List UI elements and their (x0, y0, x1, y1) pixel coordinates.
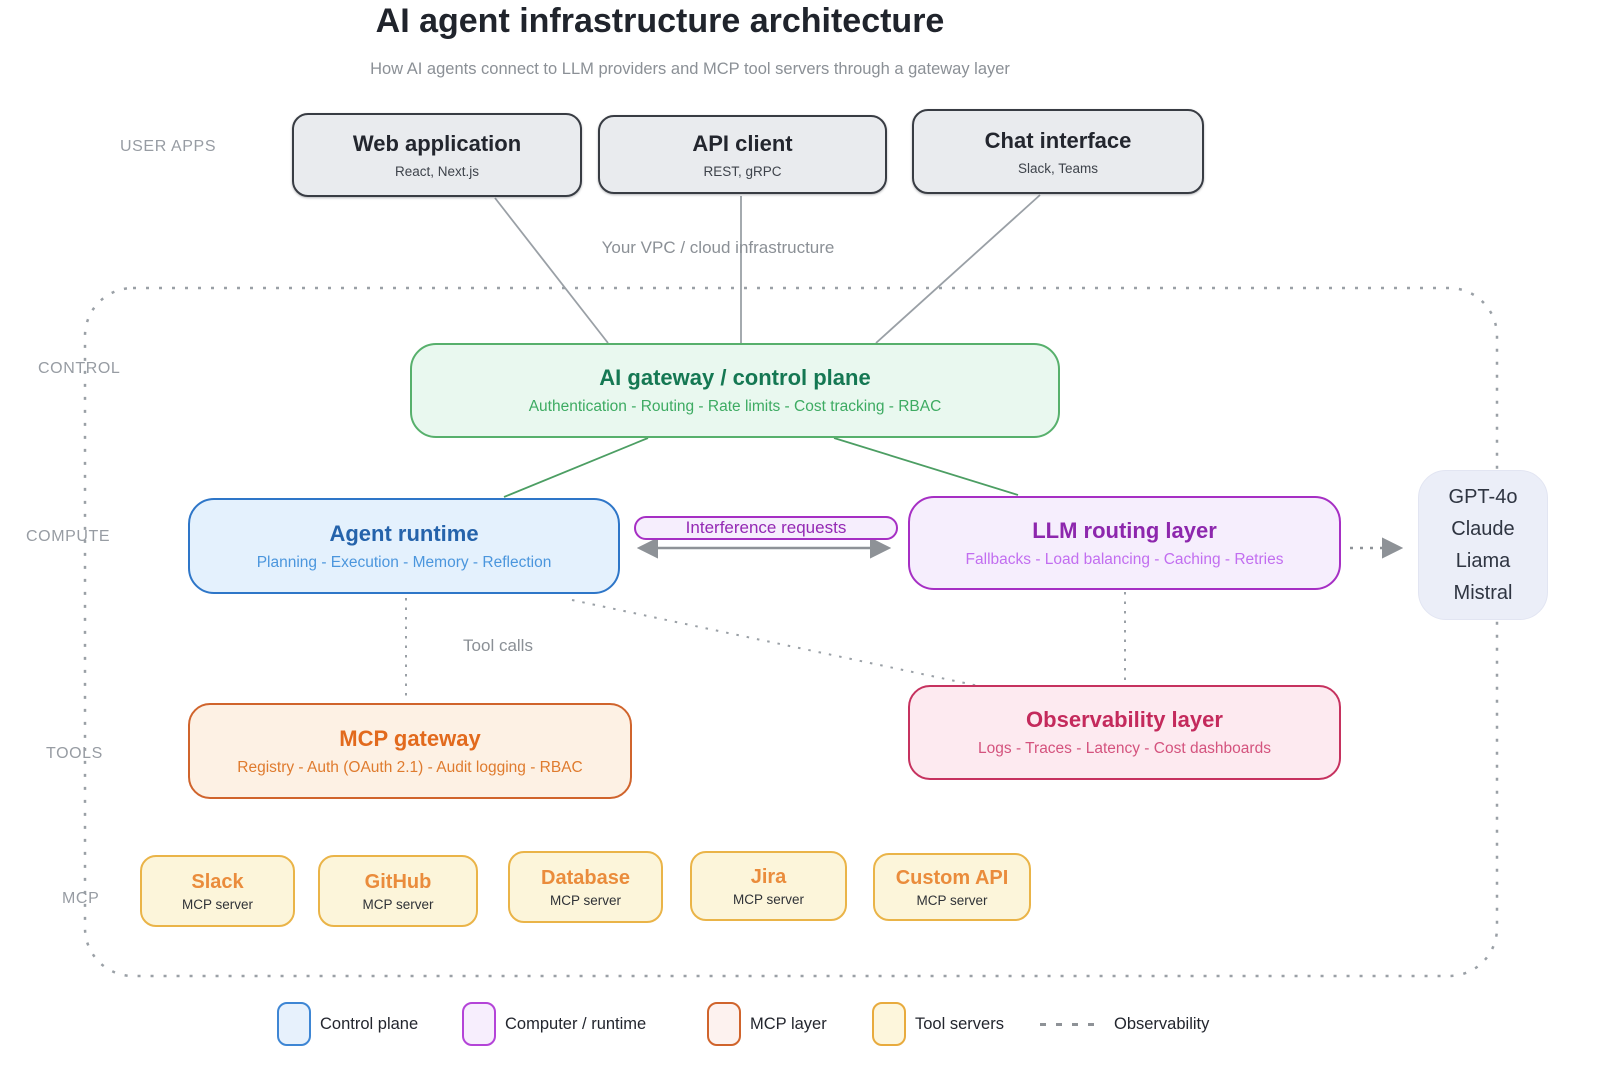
node-subtitle: Fallbacks - Load balancing - Caching - R… (965, 550, 1284, 568)
node-llm-routing-layer: LLM routing layer Fallbacks - Load balan… (908, 496, 1341, 590)
node-title: Database (541, 866, 630, 889)
edge-chat-gateway (875, 194, 1041, 344)
legend-item-mcp-layer: MCP layer (707, 1000, 827, 1048)
vpc-boundary (83, 286, 1499, 978)
page-title: AI agent infrastructure architecture (375, 2, 945, 40)
legend-swatch-tool-servers (872, 1002, 906, 1046)
node-title: API client (692, 130, 793, 156)
node-llm-providers: GPT-4o Claude Liama Mistral (1418, 470, 1548, 620)
lane-label-mcp: MCP (62, 890, 100, 907)
node-mcp-server-jira: Jira MCP server (690, 851, 847, 921)
page-subtitle: How AI agents connect to LLM providers a… (370, 60, 1010, 78)
node-subtitle: MCP server (732, 891, 804, 907)
node-mcp-gateway: MCP gateway Registry - Auth (OAuth 2.1) … (188, 703, 632, 799)
provider-name: Liama (1455, 550, 1511, 572)
provider-name: Mistral (1453, 582, 1513, 604)
provider-name: GPT-4o (1448, 486, 1518, 508)
legend-label: MCP layer (750, 1014, 827, 1033)
legend-dashed-line-sample (1040, 1022, 1098, 1026)
node-api-client: API client REST, gRPC (598, 115, 887, 194)
edge-gateway-runtime (503, 437, 649, 498)
legend-label: Computer / runtime (505, 1014, 647, 1033)
lane-label-user-apps: USER APPS (120, 138, 217, 155)
node-subtitle: Planning - Execution - Memory - Reflecti… (256, 553, 552, 571)
legend-item-tool-servers: Tool servers (872, 1000, 1004, 1048)
provider-name: Claude (1451, 518, 1515, 540)
lane-label-compute: COMPUTE (26, 528, 111, 545)
node-mcp-server-custom-api: Custom API MCP server (873, 853, 1031, 921)
node-title: LLM routing layer (1032, 517, 1217, 543)
node-subtitle: Slack, Teams (1017, 160, 1099, 176)
edge-webapp-gateway (494, 197, 609, 344)
node-mcp-server-database: Database MCP server (508, 851, 663, 923)
lane-label-tools: TOOLS (46, 745, 103, 762)
node-subtitle: Registry - Auth (OAuth 2.1) - Audit logg… (237, 758, 583, 776)
node-subtitle: React, Next.js (394, 164, 480, 179)
node-title: GitHub (364, 870, 432, 893)
node-mcp-server-github: GitHub MCP server (318, 855, 478, 927)
edge-runtime-observability-dashed (571, 599, 1013, 694)
node-observability-layer: Observability layer Logs - Traces - Late… (908, 685, 1341, 780)
legend-label: Control plane (320, 1014, 419, 1033)
legend-swatch-mcp-layer (707, 1002, 741, 1046)
node-title: Chat interface (984, 127, 1132, 153)
node-mcp-server-slack: Slack MCP server (140, 855, 295, 927)
node-subtitle: REST, gRPC (703, 163, 782, 179)
node-title: Custom API (895, 866, 1009, 889)
inference-requests-label: Interference requests (634, 516, 898, 540)
edge-gateway-routing (833, 437, 1019, 496)
node-title: Agent runtime (329, 520, 479, 546)
node-title: Jira (750, 865, 787, 888)
node-title: AI gateway / control plane (599, 365, 871, 390)
node-title: Slack (191, 870, 244, 893)
legend-swatch-computer-runtime (462, 1002, 496, 1046)
legend-item-observability: Observability (1040, 1000, 1209, 1048)
node-chat-interface: Chat interface Slack, Teams (912, 109, 1204, 194)
node-web-application: Web application React, Next.js (292, 113, 582, 197)
node-agent-runtime: Agent runtime Planning - Execution - Mem… (188, 498, 620, 594)
node-title: Web application (352, 131, 522, 156)
vpc-label: Your VPC / cloud infrastructure (601, 238, 835, 257)
legend-item-control-plane: Control plane (277, 1000, 418, 1048)
legend-label: Observability (1114, 1014, 1210, 1033)
node-subtitle: MCP server (916, 892, 988, 908)
node-subtitle: Authentication - Routing - Rate limits -… (528, 398, 942, 415)
lane-label-control: CONTROL (38, 360, 121, 377)
legend-swatch-control-plane (277, 1002, 311, 1046)
node-ai-gateway: AI gateway / control plane Authenticatio… (410, 343, 1060, 438)
tool-calls-label: Tool calls (463, 636, 533, 655)
node-title: MCP gateway (339, 725, 481, 751)
node-subtitle: MCP server (549, 892, 621, 908)
node-subtitle: MCP server (181, 896, 253, 912)
node-subtitle: Logs - Traces - Latency - Cost dashboard… (978, 740, 1271, 757)
legend-item-computer-runtime: Computer / runtime (462, 1000, 646, 1048)
node-title: Observability layer (1026, 707, 1223, 732)
legend-label: Tool servers (915, 1014, 1004, 1033)
node-subtitle: MCP server (362, 896, 434, 912)
